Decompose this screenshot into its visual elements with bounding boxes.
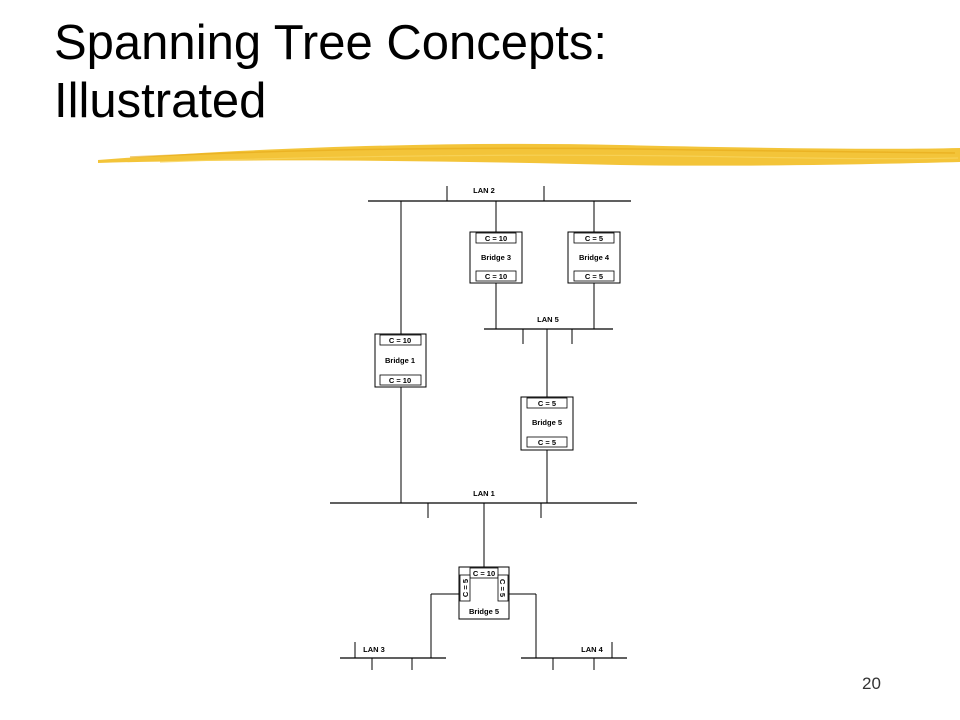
title-underline-stroke bbox=[98, 143, 960, 166]
lan4-label: LAN 4 bbox=[581, 645, 603, 654]
bridge1-name: Bridge 1 bbox=[385, 356, 415, 365]
bridge5-upper-node: C = 5 Bridge 5 C = 5 bbox=[520, 396, 574, 451]
bridge3-name: Bridge 3 bbox=[481, 253, 511, 262]
bridge5-lower-node: C = 10 C = 5 C = 5 Bridge 5 bbox=[458, 566, 510, 620]
bridge5-upper-top-cost: C = 5 bbox=[538, 399, 556, 408]
title-line-2: Illustrated bbox=[54, 74, 267, 128]
bridge4-bottom-cost: C = 5 bbox=[585, 272, 603, 281]
bridge5-upper-bottom-cost: C = 5 bbox=[538, 438, 556, 447]
title-line-1: Spanning Tree Concepts: bbox=[54, 16, 607, 70]
bridge1-node: C = 10 Bridge 1 C = 10 bbox=[374, 333, 427, 388]
bridge4-node: C = 5 Bridge 4 C = 5 bbox=[567, 231, 621, 284]
lan3-label: LAN 3 bbox=[363, 645, 385, 654]
lan5-label: LAN 5 bbox=[537, 315, 559, 324]
bridge5-lower-name: Bridge 5 bbox=[469, 607, 499, 616]
lan2-label: LAN 2 bbox=[473, 186, 495, 195]
slide-title: Spanning Tree Concepts: Illustrated bbox=[54, 14, 914, 130]
bridge5-lower-right-cost: C = 5 bbox=[498, 579, 507, 597]
bridge1-top-cost: C = 10 bbox=[389, 336, 411, 345]
bridge4-name: Bridge 4 bbox=[579, 253, 610, 262]
bridge5-lower-left-cost: C = 5 bbox=[461, 579, 470, 597]
bridge3-top-cost: C = 10 bbox=[485, 234, 507, 243]
bridge1-bottom-cost: C = 10 bbox=[389, 376, 411, 385]
lan1-label: LAN 1 bbox=[473, 489, 495, 498]
bridge3-node: C = 10 Bridge 3 C = 10 bbox=[469, 231, 523, 284]
bridge3-bottom-cost: C = 10 bbox=[485, 272, 507, 281]
bridge5-lower-top-cost: C = 10 bbox=[473, 569, 495, 578]
page-number: 20 bbox=[862, 674, 881, 693]
bridge4-top-cost: C = 5 bbox=[585, 234, 603, 243]
bridge5-upper-name: Bridge 5 bbox=[532, 418, 562, 427]
